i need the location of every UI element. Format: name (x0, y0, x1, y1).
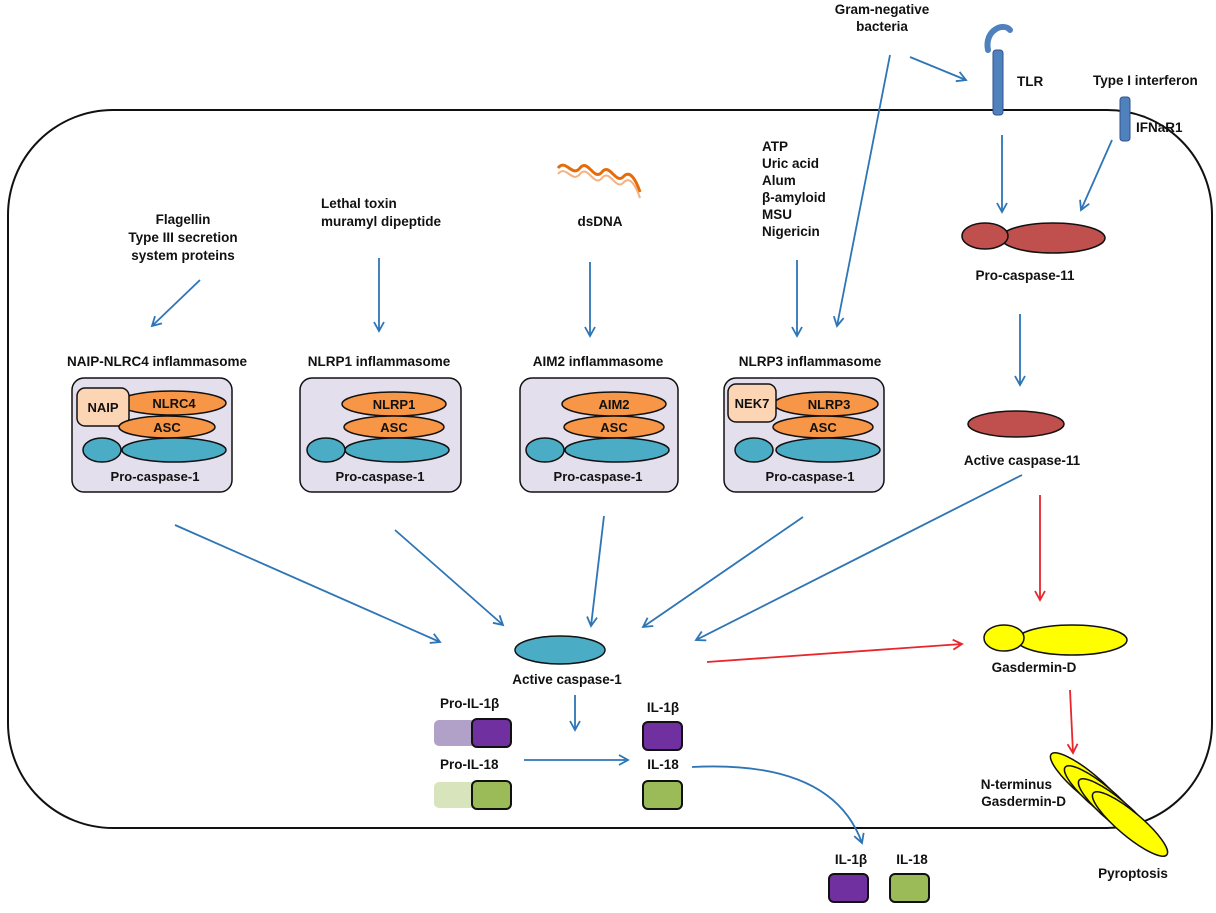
naip-label: NAIP (87, 400, 118, 415)
secreted-il1b-label: IL-1β (835, 852, 867, 867)
stimulus-msu: MSU (762, 207, 792, 222)
stimulus-muramyl: muramyl dipeptide (321, 214, 442, 229)
asc-label: ASC (809, 420, 837, 435)
pro-il18-mature (471, 780, 512, 810)
active-caspase11-shape (967, 410, 1065, 438)
nlrp3-inflammasome: NEK7 NLRP3 ASC Pro-caspase-1 (723, 377, 885, 493)
procaspase1-label: Pro-caspase-1 (766, 469, 855, 484)
arrow-bacteria-to-tlr (909, 56, 968, 83)
gasdermin-pore-icon (1049, 752, 1169, 857)
stimulus-nigericin: Nigericin (762, 224, 820, 239)
stimulus-system-proteins: system proteins (131, 248, 235, 263)
active-caspase11-label: Active caspase-11 (964, 453, 1081, 468)
gram-negative-label-2: bacteria (856, 19, 908, 34)
secreted-il1b-box (828, 873, 869, 903)
arrow-casp1-to-gasdermin (706, 638, 964, 663)
procaspase1-label: Pro-caspase-1 (554, 469, 643, 484)
nlrp3-label: NLRP3 (808, 397, 851, 412)
pro-il18-label: Pro-IL-18 (440, 757, 499, 772)
tlr-receptor-icon (984, 23, 1013, 116)
stimulus-alum: Alum (762, 173, 796, 188)
dsdna-icon (556, 163, 642, 199)
aim2-inflammasome: AIM2 ASC Pro-caspase-1 (519, 377, 679, 493)
type1-interferon-label: Type I interferon (1093, 73, 1198, 88)
naip-nlrc4-title: NAIP-NLRC4 inflammasome (67, 354, 248, 369)
il1b-label: IL-1β (647, 700, 679, 715)
arrow-ifnar-to-procasp11 (1079, 139, 1113, 212)
stimulus-beta-amyloid: β-amyloid (762, 190, 826, 205)
nlrp1-label: NLRP1 (373, 397, 416, 412)
gram-negative-label: Gram-negative (835, 2, 930, 17)
arrow-aim2-to-casp1 (586, 515, 605, 628)
pro-caspase11-label: Pro-caspase-11 (975, 268, 1075, 283)
secreted-il18-box (889, 873, 930, 903)
stimulus-flagellin: Flagellin (156, 212, 211, 227)
arrow-secretion (691, 765, 865, 845)
il18-label: IL-18 (647, 757, 679, 772)
nek7-box (727, 383, 777, 423)
procaspase1-label: Pro-caspase-1 (111, 469, 200, 484)
active-caspase1-shape (514, 635, 606, 665)
n-terminus-label-2: Gasdermin-D (981, 794, 1066, 809)
arrow-bacteria-to-nlrp3 (832, 54, 891, 328)
asc-label: ASC (153, 420, 181, 435)
stimulus-dsdna: dsDNA (577, 214, 622, 229)
asc-label: ASC (380, 420, 408, 435)
nlrc4-label: NLRC4 (152, 396, 196, 411)
nlrp1-title: NLRP1 inflammasome (308, 354, 451, 369)
secreted-il18-label: IL-18 (896, 852, 928, 867)
stimulus-type3: Type III secretion (128, 230, 237, 245)
ifnar1-label: IFNaR1 (1136, 120, 1183, 135)
active-caspase1-label: Active caspase-1 (512, 672, 622, 687)
arrow-flagellin (150, 279, 201, 328)
naip-box (76, 387, 130, 427)
pro-il1b-prodomain (434, 720, 476, 746)
cell-membrane (7, 109, 1213, 829)
nek7-label: NEK7 (735, 396, 770, 411)
pro-il1b-mature (471, 718, 512, 748)
arrow-nlrp1-to-casp1 (394, 529, 505, 627)
ifnar1-receptor-icon (1119, 96, 1131, 142)
procaspase1-label: Pro-caspase-1 (336, 469, 425, 484)
gasdermin-d-shape (983, 624, 1128, 656)
arrow-gasdermin-to-nterminus (1066, 689, 1079, 755)
il18-box (642, 780, 683, 810)
aim2-title: AIM2 inflammasome (533, 354, 664, 369)
naip-nlrc4-inflammasome: NAIP NLRC4 ASC Pro-caspase-1 (71, 377, 233, 493)
pro-il1b-label: Pro-IL-1β (440, 696, 499, 711)
stimulus-lethal-toxin: Lethal toxin (321, 196, 397, 211)
n-terminus-label: N-terminus (981, 777, 1052, 792)
aim2-label: AIM2 (598, 397, 629, 412)
nlrp3-title: NLRP3 inflammasome (739, 354, 882, 369)
arrow-naip-to-casp1 (174, 524, 442, 644)
pyroptosis-label: Pyroptosis (1098, 866, 1168, 881)
tlr-label: TLR (1017, 74, 1043, 89)
stimulus-uric-acid: Uric acid (762, 156, 819, 171)
il1b-box (642, 721, 683, 751)
arrow-nlrp3-to-casp1 (641, 516, 804, 629)
pro-caspase11-shape (961, 222, 1106, 254)
stimulus-atp: ATP (762, 139, 788, 154)
asc-label: ASC (600, 420, 628, 435)
arrow-casp11-to-casp1 (694, 474, 1023, 642)
pro-il18-prodomain (434, 782, 476, 808)
gasdermin-d-label: Gasdermin-D (992, 660, 1077, 675)
nlrp1-inflammasome: NLRP1 ASC Pro-caspase-1 (299, 377, 462, 493)
